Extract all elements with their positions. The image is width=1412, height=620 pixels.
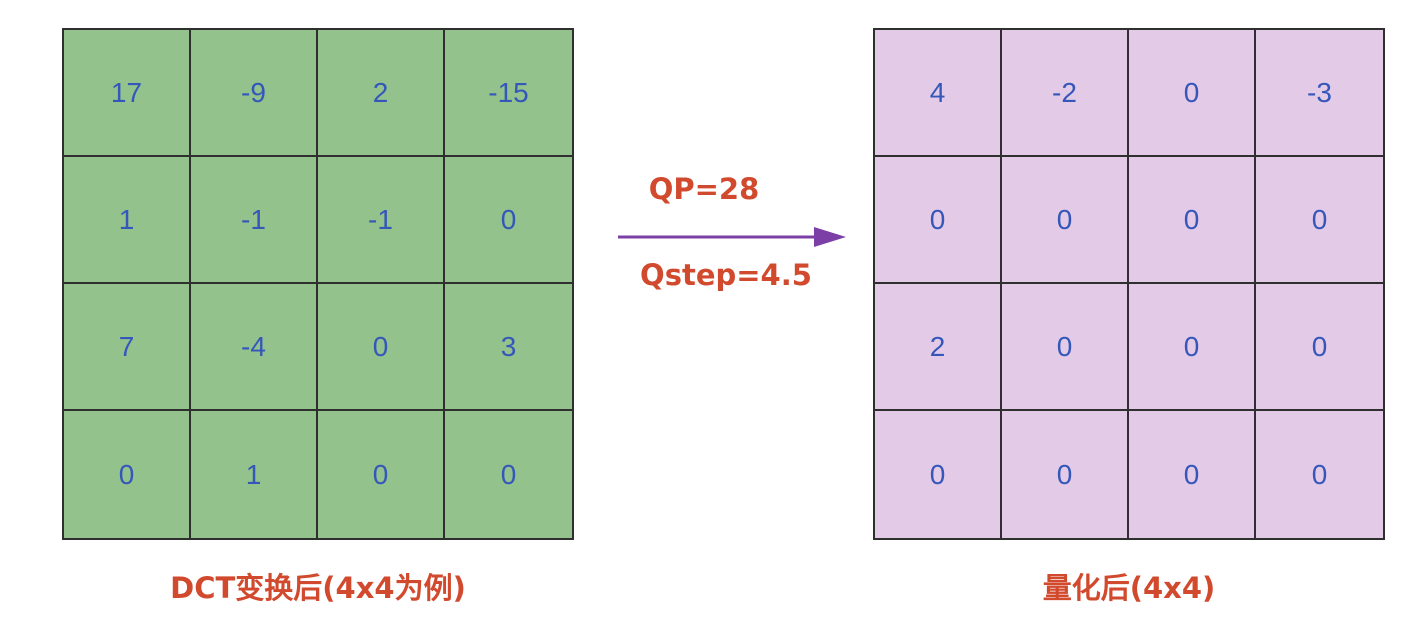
matrix-cell: -15 bbox=[445, 30, 572, 157]
matrix-cell: 0 bbox=[445, 157, 572, 284]
matrix-cell: 2 bbox=[875, 284, 1002, 411]
right-arrow-icon bbox=[618, 227, 846, 247]
matrix-cell: 0 bbox=[1002, 157, 1129, 284]
matrix-cell: 0 bbox=[1256, 284, 1383, 411]
matrix-cell: 0 bbox=[1256, 157, 1383, 284]
matrix-cell: 0 bbox=[318, 411, 445, 538]
matrix-cell: 0 bbox=[1129, 411, 1256, 538]
quantized-matrix: 4 -2 0 -3 0 0 0 0 2 0 0 0 0 0 0 0 bbox=[873, 28, 1385, 540]
matrix-cell: 0 bbox=[1311, 458, 1328, 490]
matrix-cell: -2 bbox=[1002, 30, 1129, 157]
matrix-cell: 0 bbox=[1002, 284, 1129, 411]
qp-label: QP=28 bbox=[648, 172, 760, 206]
matrix-cell: 0 bbox=[875, 411, 1002, 538]
matrix-cell: -9 bbox=[191, 30, 318, 157]
matrix-cell: 17 bbox=[64, 30, 191, 157]
dct-matrix-caption: DCT变换后(4x4为例) bbox=[170, 571, 466, 605]
matrix-cell: 7 bbox=[64, 284, 191, 411]
dct-coefficient-matrix: 17 -9 2 -15 1 -1 -1 0 7 -4 0 3 0 1 0 0 bbox=[62, 28, 574, 540]
quantized-matrix-caption: 量化后(4x4) bbox=[1042, 571, 1216, 605]
matrix-cell: 0 bbox=[318, 284, 445, 411]
matrix-cell: 0 bbox=[500, 458, 517, 490]
matrix-cell: -1 bbox=[191, 157, 318, 284]
qstep-label: Qstep=4.5 bbox=[640, 258, 812, 292]
matrix-cell: 1 bbox=[191, 411, 318, 538]
matrix-cell: 2 bbox=[318, 30, 445, 157]
matrix-cell: 0 bbox=[64, 411, 191, 538]
matrix-cell: 0 bbox=[1129, 284, 1256, 411]
matrix-cell: -1 bbox=[318, 157, 445, 284]
matrix-cell: 0 bbox=[1129, 157, 1256, 284]
matrix-cell: 4 bbox=[875, 30, 1002, 157]
matrix-cell: -4 bbox=[191, 284, 318, 411]
matrix-cell: 0 bbox=[1002, 411, 1129, 538]
matrix-cell: 3 bbox=[445, 284, 572, 411]
matrix-cell: 0 bbox=[875, 157, 1002, 284]
matrix-cell: -3 bbox=[1256, 30, 1383, 157]
matrix-cell: 1 bbox=[64, 157, 191, 284]
matrix-cell: 0 bbox=[1129, 30, 1256, 157]
